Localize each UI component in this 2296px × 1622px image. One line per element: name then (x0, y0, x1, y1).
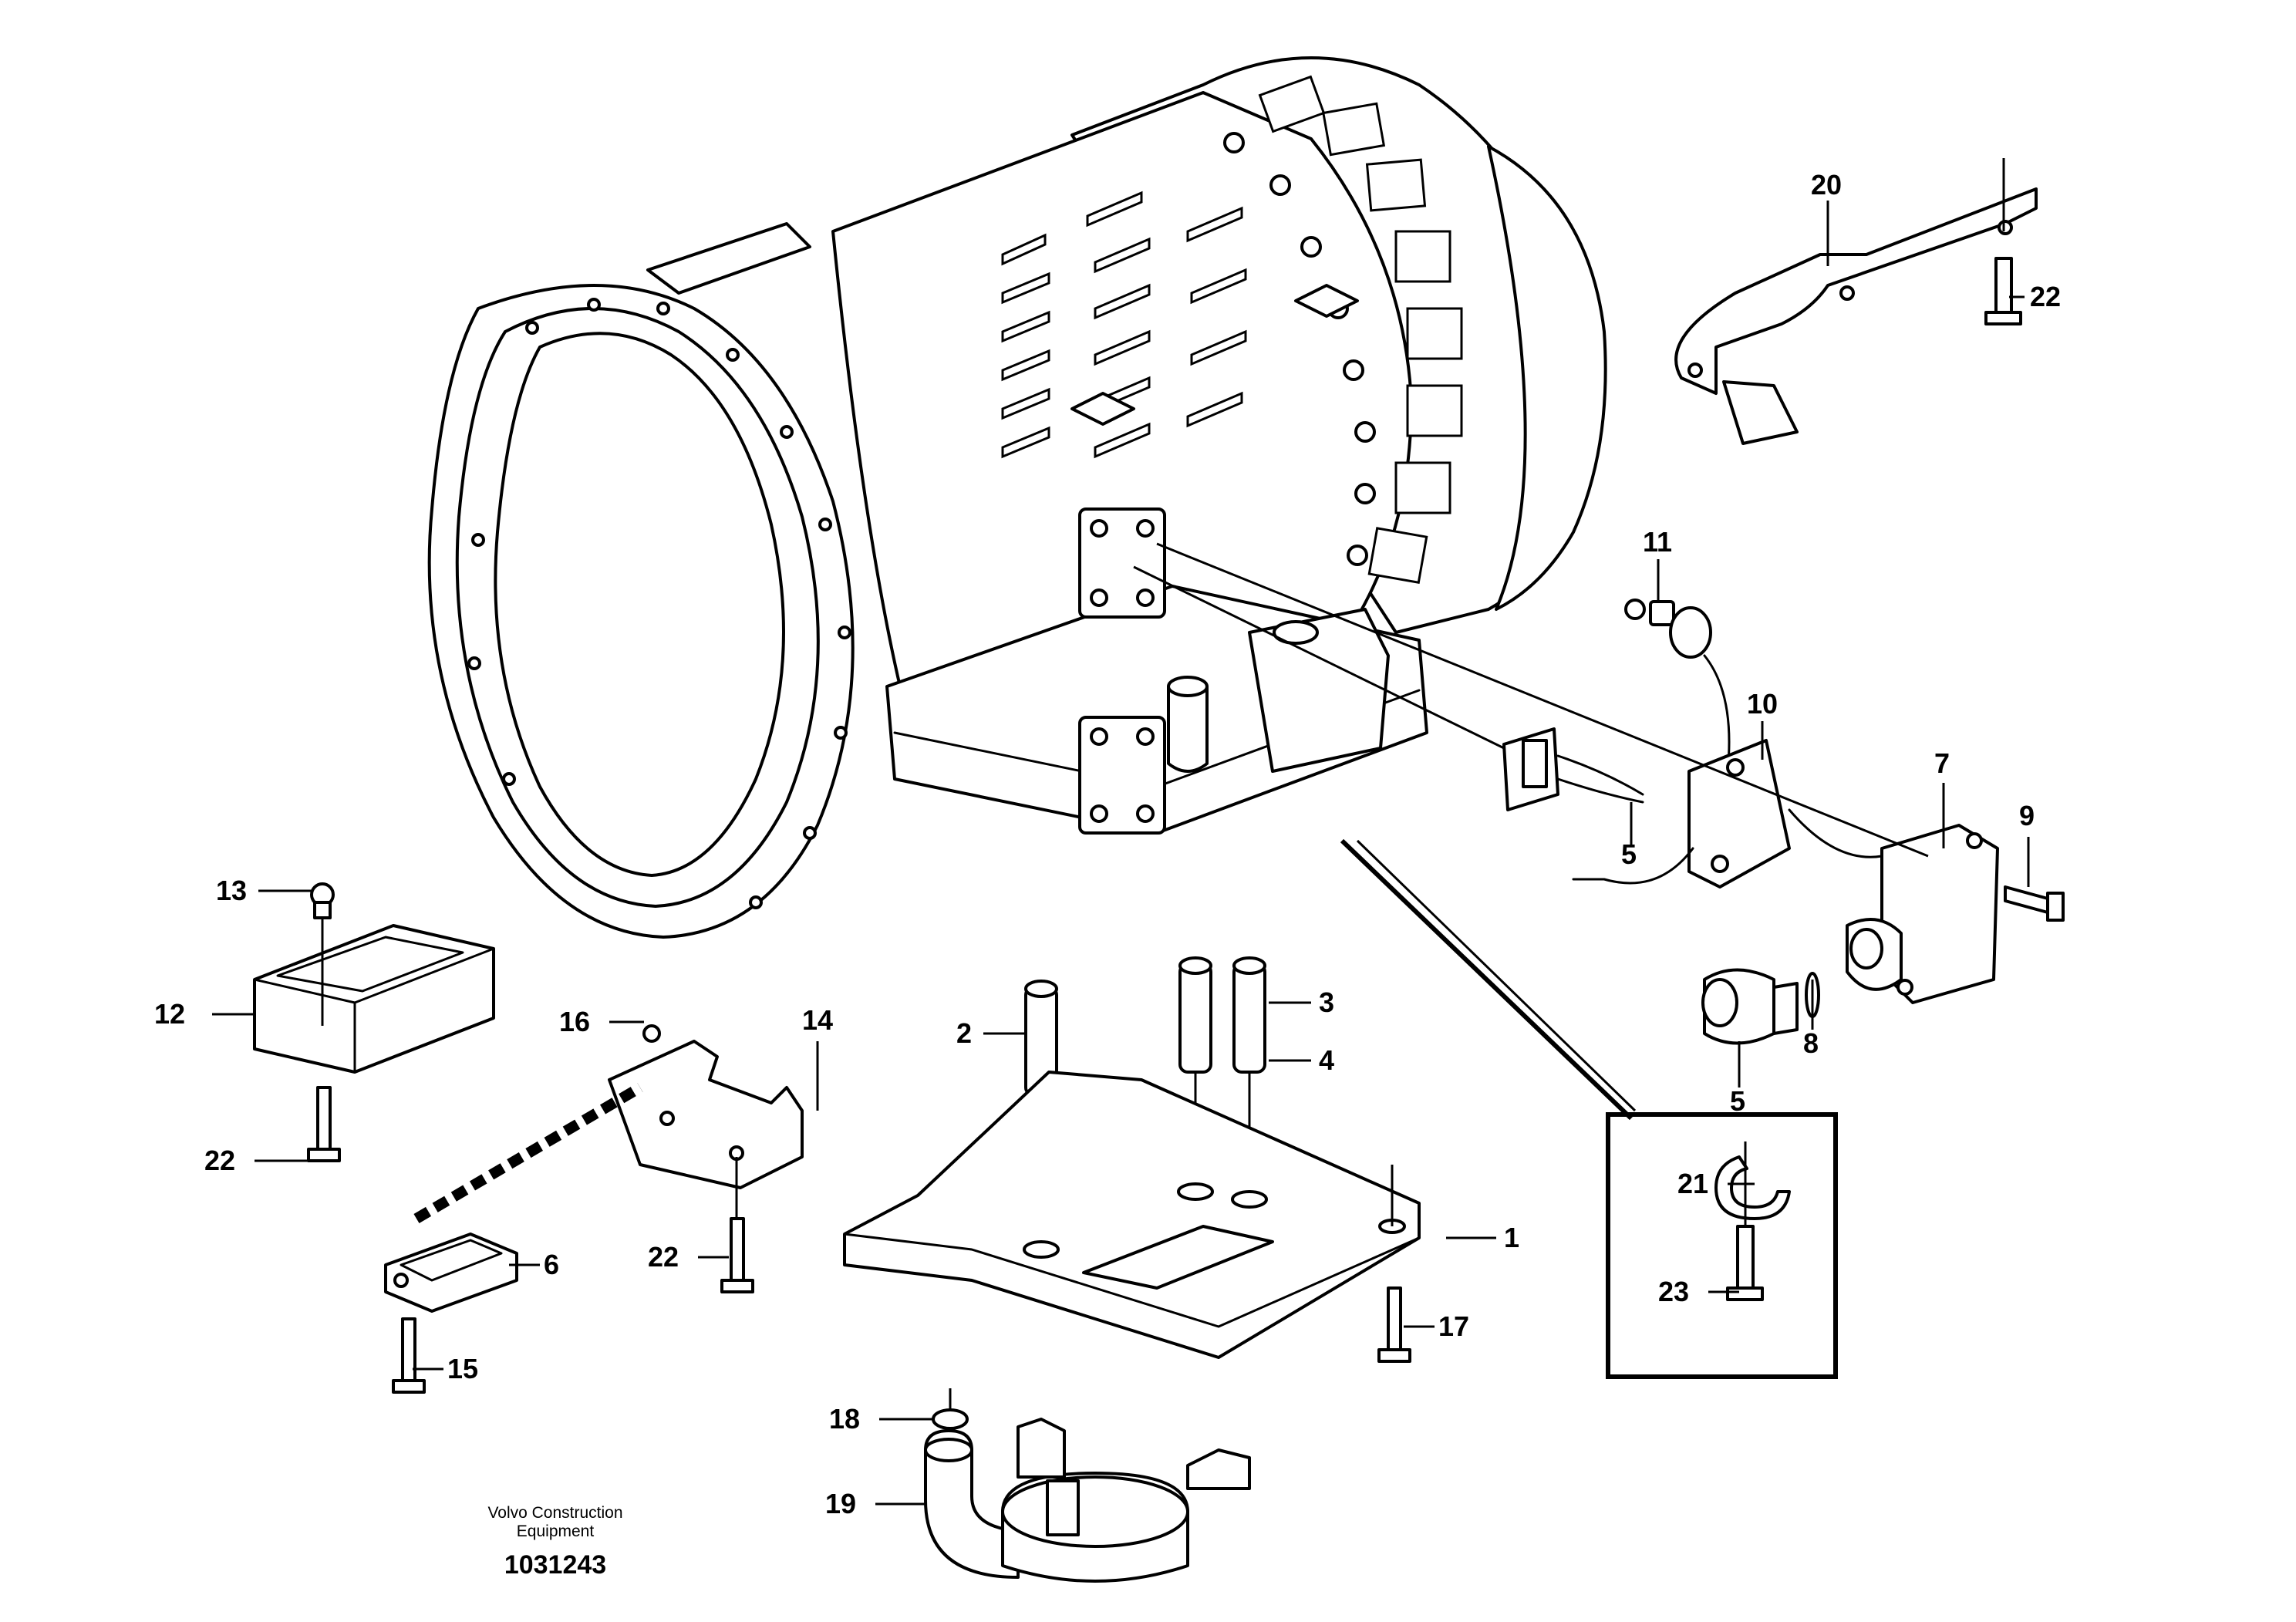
callout-14: 14 (802, 1004, 833, 1036)
part-10-harness (1502, 727, 1883, 889)
part-5-sensor-plug (1701, 968, 1820, 1045)
callout-3: 3 (1319, 986, 1334, 1018)
part-7-cover (1846, 824, 1999, 1004)
part-11-sensor (1624, 599, 1731, 773)
part-6-relay (384, 1233, 518, 1394)
callout-2: 2 (956, 1017, 972, 1049)
caption: Volvo Construction Equipment 1031243 (487, 1504, 622, 1580)
callout-9: 9 (2019, 800, 2035, 831)
callout-19: 19 (825, 1488, 856, 1519)
part-12-box (253, 882, 495, 1162)
callout-6: 6 (544, 1249, 559, 1280)
callout-leaders (212, 201, 2030, 1506)
callout-23: 23 (1658, 1276, 1689, 1307)
caption-line-2: Equipment (517, 1523, 595, 1540)
part-1-valve-plate (843, 1071, 1421, 1363)
callout-22c: 22 (648, 1241, 679, 1273)
bell-housing-bolts (467, 298, 851, 909)
part-14-bracket (413, 1024, 804, 1293)
transmission-housing (427, 56, 1607, 939)
callout-22b: 22 (204, 1145, 235, 1176)
part-9-bolt (2004, 885, 2065, 922)
callout-17: 17 (1438, 1310, 1469, 1342)
callout-5b: 5 (1730, 1085, 1745, 1117)
callout-8: 8 (1803, 1027, 1819, 1059)
callout-16: 16 (559, 1006, 590, 1037)
callout-13: 13 (216, 875, 247, 906)
callout-21: 21 (1677, 1168, 1708, 1199)
callout-7: 7 (1934, 747, 1950, 779)
callout-20: 20 (1811, 169, 1842, 201)
callout-12: 12 (154, 998, 185, 1030)
callout-4: 4 (1319, 1044, 1334, 1076)
callout-15: 15 (447, 1353, 478, 1384)
callout-1: 1 (1504, 1222, 1519, 1253)
part-20-bracket (1674, 158, 2038, 445)
callout-11: 11 (1643, 526, 1672, 558)
callout-numbers: 1 2 3 4 5 5 6 7 8 9 10 11 12 13 14 15 16… (154, 169, 2061, 1519)
callout-22a: 22 (2030, 281, 2061, 312)
callout-18: 18 (829, 1403, 860, 1435)
callout-10: 10 (1747, 688, 1778, 720)
caption-line-1: Volvo Construction (487, 1504, 622, 1522)
part-18-19-pickup (924, 1388, 1251, 1583)
body-louvres (1001, 191, 1247, 459)
detail-box (1340, 838, 1838, 1379)
drum-windows (1258, 75, 1463, 585)
callout-5a: 5 (1621, 838, 1637, 870)
reference-number: 1031243 (504, 1550, 606, 1580)
